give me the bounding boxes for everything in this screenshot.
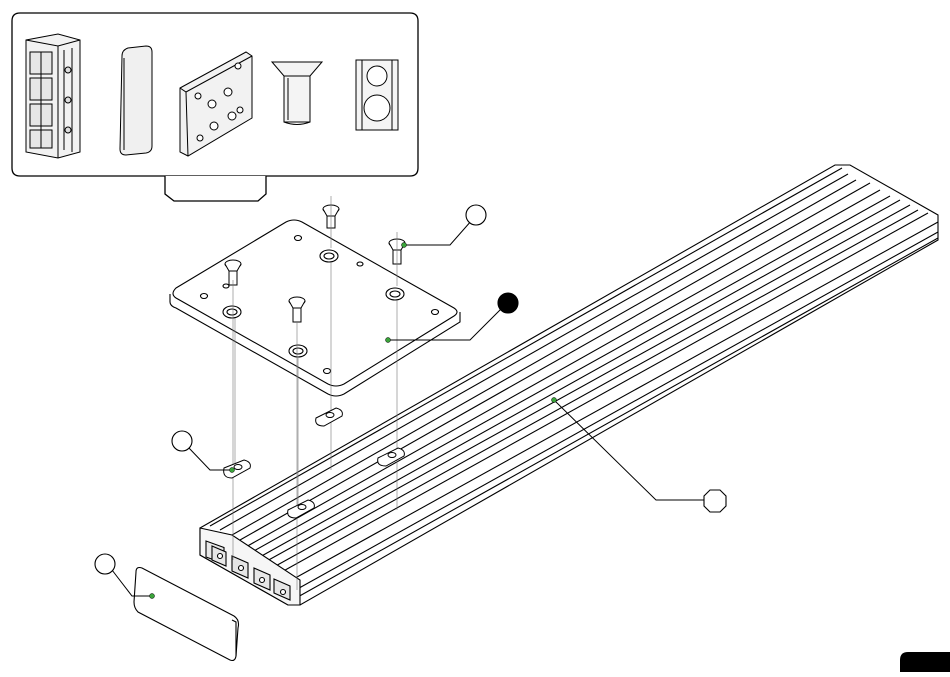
mounting-plate — [170, 220, 460, 396]
corner-tab — [900, 652, 950, 672]
callout-screw — [402, 205, 487, 248]
slot-nut-1 — [224, 460, 251, 478]
end-cap-icon — [120, 46, 152, 155]
end-cap — [134, 568, 239, 661]
callout-slot-nut — [172, 431, 235, 473]
slot-nut-icon — [356, 60, 398, 130]
slot-nut-2 — [316, 408, 343, 426]
aluminum-profile-icon — [26, 34, 80, 158]
